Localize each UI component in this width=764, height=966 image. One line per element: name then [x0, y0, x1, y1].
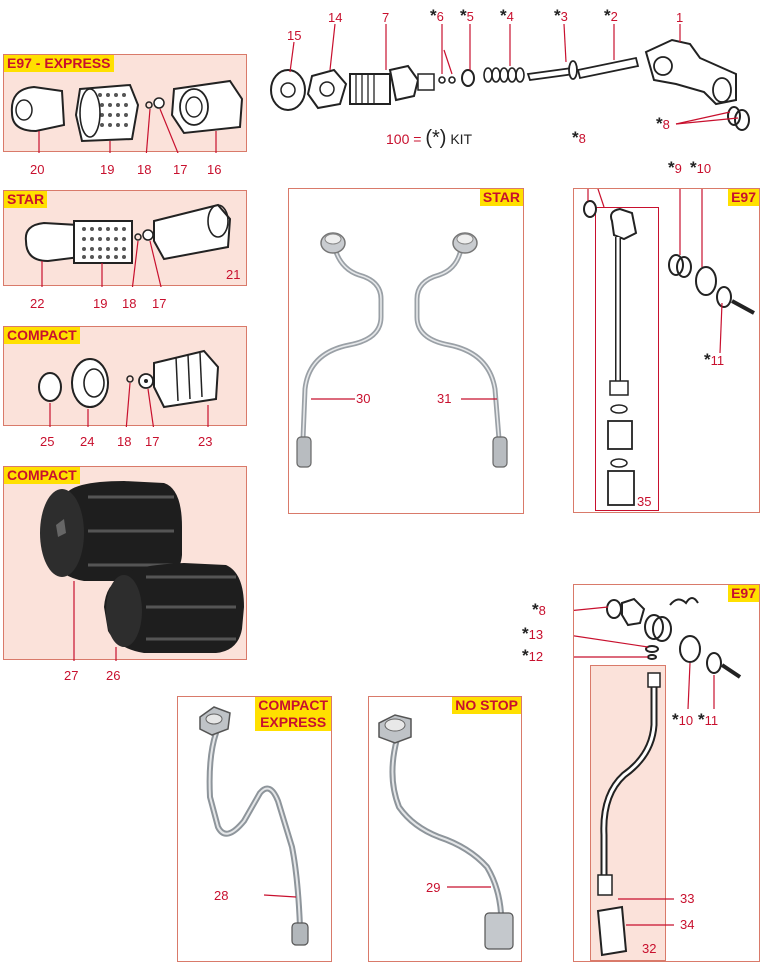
part-20-label: 20	[30, 162, 45, 177]
part-34-label: 34	[680, 917, 695, 932]
compact-parts-drawing	[38, 349, 220, 427]
part-9-label: *9	[668, 158, 682, 177]
panel-compact-parts: COMPACT	[3, 326, 247, 427]
part-7-label: 7	[382, 10, 390, 25]
part-12-label: *12	[522, 646, 544, 665]
part-8-top-label: *8	[656, 114, 670, 133]
panel-tag: COMPACT	[4, 327, 80, 344]
panel-tag: E97 - EXPRESS	[4, 55, 114, 72]
part-29-label: 29	[426, 880, 441, 895]
part-33-label: 33	[680, 891, 695, 906]
kit-legend: 100 = (*) KIT	[386, 127, 473, 149]
part-17-label: 17	[173, 162, 188, 177]
part-8-e97-label: *8	[572, 128, 586, 147]
part-23-label: 23	[198, 434, 213, 449]
part-5-label: *5	[460, 6, 474, 25]
e97-express-parts-drawing	[10, 79, 244, 153]
part-25-label: 25	[40, 434, 55, 449]
panel-star-wands: STAR	[288, 188, 524, 514]
panel-no-stop-wand: NO STOP	[368, 696, 522, 962]
star-wands-drawing	[296, 232, 508, 468]
panel-e97-bottom-assembly: E97 32	[573, 584, 760, 962]
part-32-label: 32	[642, 941, 657, 956]
part-17c-label: 17	[145, 434, 160, 449]
panel-compact-express-wand: COMPACT EXPRESS	[177, 696, 332, 962]
panel-compact-knobs: COMPACT	[3, 466, 247, 661]
panel-tag: COMPACT EXPRESS	[255, 697, 331, 731]
part-6-label: *6	[430, 6, 444, 25]
part-8-bottom-label: *8	[532, 600, 546, 619]
part-19b-label: 19	[93, 296, 108, 311]
part-15-label: 15	[287, 28, 302, 43]
part-31-label: 31	[437, 391, 452, 406]
part-13-label: *13	[522, 624, 544, 643]
part-27-label: 27	[64, 668, 79, 683]
e97-assembly-drawing	[583, 189, 755, 506]
part-19-label: 19	[100, 162, 115, 177]
part-18b-label: 18	[122, 296, 137, 311]
panel-tag: STAR	[479, 189, 523, 206]
part-11b-label: *11	[698, 710, 719, 729]
star-parts-drawing	[24, 203, 232, 287]
e97-bottom-assembly-drawing	[574, 597, 742, 957]
part-17b-label: 17	[152, 296, 167, 311]
part-16-label: 16	[207, 162, 222, 177]
part-2-label: *2	[604, 6, 618, 25]
part-35-label: 35	[637, 494, 652, 509]
panel-tag: STAR	[4, 191, 48, 208]
e97-wand-box	[595, 207, 659, 511]
part-18c-label: 18	[117, 434, 132, 449]
part-10-label: *10	[690, 158, 712, 177]
panel-tag: E97	[728, 189, 759, 206]
panel-tag: COMPACT	[4, 467, 80, 484]
part-28-label: 28	[214, 888, 229, 903]
part-1-label: 1	[676, 10, 684, 25]
panel-e97-assembly: E97 35	[573, 188, 760, 513]
part-26-label: 26	[106, 668, 121, 683]
no-stop-wand-drawing	[378, 714, 514, 950]
part-30-label: 30	[356, 391, 371, 406]
part-22-label: 22	[30, 296, 45, 311]
part-3-label: *3	[554, 6, 568, 25]
part-11-label: *11	[704, 350, 725, 369]
panel-star-parts: STAR 21	[3, 190, 247, 287]
panel-e97-express: E97 - EXPRESS	[3, 54, 247, 153]
part-4-label: *4	[500, 6, 514, 25]
part-24-label: 24	[80, 434, 95, 449]
part-10b-label: *10	[672, 710, 694, 729]
part-14-label: 14	[328, 10, 343, 25]
compact-knobs-drawing	[40, 481, 244, 661]
part-18-label: 18	[137, 162, 152, 177]
compact-express-wand-drawing	[199, 706, 309, 946]
panel-tag: NO STOP	[452, 697, 521, 714]
part-21-label: 21	[226, 267, 241, 282]
panel-tag: E97	[728, 585, 759, 602]
